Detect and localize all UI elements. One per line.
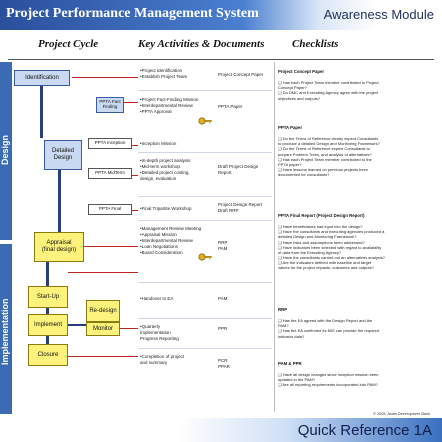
key-icon <box>198 117 212 125</box>
connector-line <box>122 102 138 103</box>
title-bar: Project Performance Management System Aw… <box>0 0 442 30</box>
detailed-design-box[interactable]: Detailed Design <box>44 140 82 170</box>
checklist-pam-ppr: PAM & PPR ❑ Have all design changes sinc… <box>278 356 438 393</box>
copyright-text: © 2005, Asian Development Bank <box>373 412 430 416</box>
activity-completion: •Completion of project and summary <box>140 354 185 366</box>
document-ppr: PPR <box>218 326 228 331</box>
checklist-ppta-final-report: PPTA Final Report (Project Design Report… <box>278 208 438 276</box>
flow-arrow <box>46 336 49 344</box>
header-key-activities: Key Activities & Documents <box>138 38 265 50</box>
ppta-fact-finding-box[interactable]: PPTA Fact Finding <box>96 97 124 113</box>
checklist-concept-paper: Project Concept Paper ❑ Has each Project… <box>278 64 438 106</box>
connector-line <box>132 210 138 211</box>
checklist-title: PPTA Paper <box>278 125 303 131</box>
connector-line <box>68 356 138 357</box>
activity-final-workshop: •Final Tripartite Workshop <box>140 206 192 211</box>
ppta-inception-box[interactable]: PPTA Inception <box>88 138 132 149</box>
checklist-items: ❑ Has the EA agreed with the Design Repo… <box>278 317 379 339</box>
monitor-box[interactable]: Monitor <box>86 322 120 336</box>
document-draft-design-report: Draft Project Design Report <box>218 164 259 175</box>
startup-box[interactable]: Start-Up <box>28 286 68 308</box>
ppta-final-box[interactable]: PPTA Final <box>88 204 132 215</box>
activity-divider <box>138 282 272 283</box>
document-pcr-ppar: PCR PPAR <box>218 358 230 369</box>
activity-quarterly-reporting: •Quarterly Implementation Progress Repor… <box>140 324 179 342</box>
footer-bar: Quick Reference 1A <box>0 418 442 442</box>
document-pam: PAM <box>218 296 228 301</box>
activity-divider <box>138 348 272 349</box>
connector-line <box>72 77 138 78</box>
document-concept-paper: Project Concept Paper <box>218 72 264 77</box>
flow-arrow <box>40 86 43 138</box>
activity-divider <box>138 220 272 221</box>
closure-box[interactable]: Closure <box>28 344 68 366</box>
quick-reference-label: Quick Reference 1A <box>297 422 432 439</box>
connector-line <box>120 328 138 329</box>
activity-identification: •Project Identification •Establish Proje… <box>140 68 188 80</box>
connector-line <box>84 246 138 247</box>
checklist-ppta-paper: PPTA Paper ❑ Do the Terms of Reference c… <box>278 120 438 183</box>
appraisal-box[interactable]: Appraisal (final design) <box>34 232 84 262</box>
checklist-column-divider <box>274 62 275 412</box>
checklist-rrp: RRP ❑ Has the EA agreed with the Design … <box>278 302 438 344</box>
flow-arrow <box>46 262 49 286</box>
connector-line <box>68 272 138 273</box>
redesign-box[interactable]: Re-design <box>86 300 120 322</box>
checklist-items: ❑ Do the Terms of Reference clearly expe… <box>278 135 380 178</box>
activity-divider <box>138 318 272 319</box>
checklist-title: Project Concept Paper <box>278 69 325 75</box>
activity-divider <box>138 90 272 91</box>
header-divider <box>8 59 434 60</box>
module-label: Awareness Module <box>323 7 434 22</box>
connector-line <box>132 175 138 176</box>
identification-box[interactable]: Identification <box>14 70 70 86</box>
design-phase-band <box>0 62 12 240</box>
checklist-title: PAM & PPR <box>278 361 302 367</box>
activity-divider <box>138 196 272 197</box>
header-checklists: Checklists <box>292 38 339 50</box>
connector-line <box>132 145 138 146</box>
key-icon <box>198 253 212 261</box>
checklist-items: ❑ Have all design changes since inceptio… <box>278 371 379 388</box>
implementation-phase-band <box>0 244 12 414</box>
column-headers: Project Cycle Key Activities & Documents… <box>0 38 442 56</box>
design-phase-label: Design <box>0 135 10 166</box>
page-title: Project Performance Management System <box>6 6 259 21</box>
activity-appraisal: •Management Review Meeting •Appraisal Mi… <box>140 226 202 256</box>
ppta-midterm-box[interactable]: PPTA MidTerm <box>88 168 132 179</box>
activity-handover: •Handover to EA <box>140 296 174 301</box>
checklist-items: ❑ Has each Project Team member contribut… <box>278 79 379 101</box>
document-design-report: Project Design Report Draft RRP <box>218 202 263 213</box>
flow-arrow <box>46 308 49 314</box>
checklist-items: ❑ Have beneficiaries had input into the … <box>278 223 385 271</box>
flow-arrow <box>68 324 86 326</box>
implementation-phase-label: Implementation <box>0 298 10 366</box>
activity-divider <box>138 152 272 153</box>
flow-arrow <box>58 170 61 232</box>
checklist-title: RRP <box>278 307 288 313</box>
implement-box[interactable]: Implement <box>28 314 68 336</box>
activity-inception: •Inception Mission <box>140 141 177 146</box>
activity-fact-finding: •Project Fact-Finding Mission •Interdepa… <box>140 97 199 115</box>
activity-indepth-analysis: •In-depth project analysis •Mid-term wor… <box>140 158 191 182</box>
checklist-title: PPTA Final Report (Project Design Report… <box>278 213 365 219</box>
document-ppta-paper: PPTA Paper <box>218 104 243 109</box>
header-project-cycle: Project Cycle <box>38 38 99 50</box>
document-rrp-pam: RRP PAM <box>218 240 228 251</box>
